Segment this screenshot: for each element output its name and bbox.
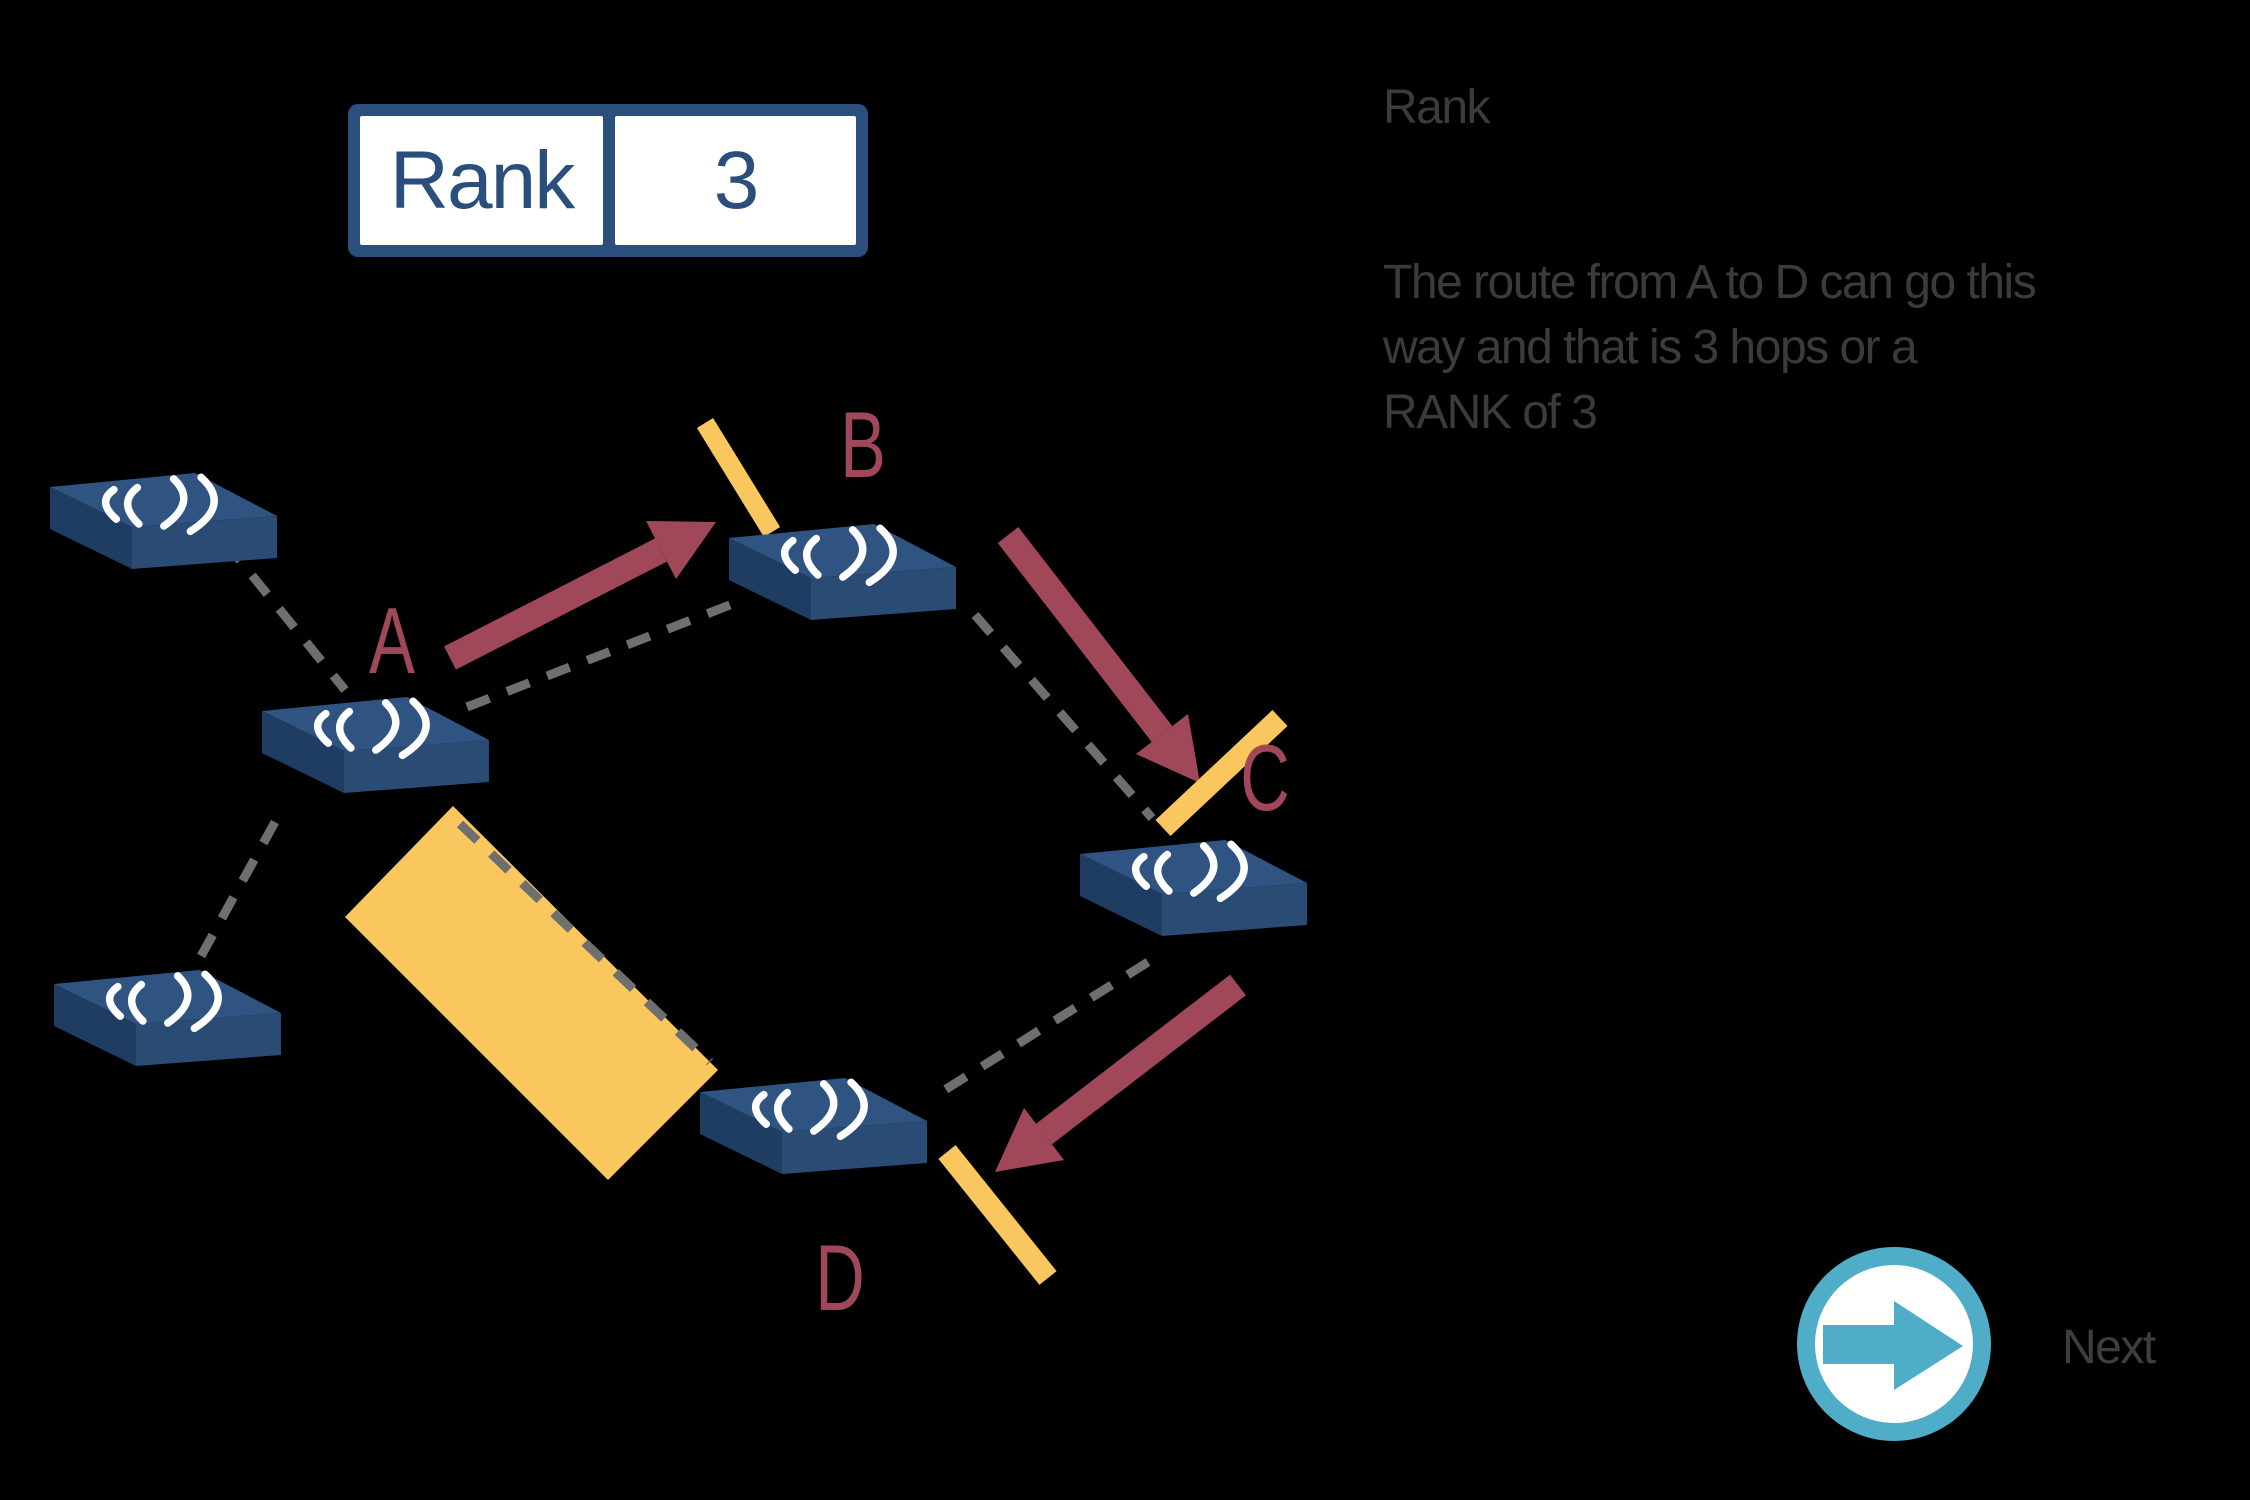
wireless-node-bottom-left xyxy=(54,963,281,1066)
link-a-d xyxy=(456,820,714,1066)
highlight-panel xyxy=(345,806,718,1180)
link-a-bottomleft xyxy=(196,819,279,961)
rank-box-value: 3 xyxy=(713,134,760,226)
info-heading: Rank xyxy=(1383,81,1491,134)
wireless-node-a xyxy=(262,690,489,793)
hop-ticks xyxy=(696,418,1288,1285)
info-paragraph-line-3: RANK of 3 xyxy=(1383,386,1598,439)
info-paragraph: The route from A to D can go this way an… xyxy=(1383,250,2037,445)
route-arrow-a-b xyxy=(444,521,716,670)
rank-box-label: Rank xyxy=(389,134,575,226)
mesh-links xyxy=(196,539,1156,1102)
route-arrow-c-d xyxy=(995,974,1246,1172)
hop-tick-d xyxy=(938,1145,1057,1285)
next-button-label: Next xyxy=(2062,1321,2156,1374)
route-arrows xyxy=(444,521,1246,1172)
rank-box-value-cell: 3 xyxy=(615,116,856,245)
rank-box: Rank 3 xyxy=(348,104,868,257)
info-paragraph-line-1: The route from A to D can go this xyxy=(1383,256,2037,309)
wireless-node-d xyxy=(700,1071,927,1174)
wireless-node-c xyxy=(1080,833,1307,936)
next-arrow-icon xyxy=(1797,1247,1991,1441)
hop-tick-c xyxy=(1155,709,1288,837)
route-arrow-b-c xyxy=(997,527,1200,783)
link-topleft-a xyxy=(221,539,349,693)
link-a-b xyxy=(465,598,737,712)
next-button[interactable] xyxy=(1794,1244,1994,1444)
hop-tick-b xyxy=(696,418,781,537)
node-label-d: D xyxy=(815,1227,865,1331)
node-labels: A B C D xyxy=(369,394,1290,1331)
node-label-a: A xyxy=(369,590,415,694)
node-label-b: B xyxy=(840,394,886,498)
rank-box-label-cell: Rank xyxy=(360,116,603,245)
node-label-c: C xyxy=(1240,727,1290,831)
info-paragraph-line-2: way and that is 3 hops or a xyxy=(1383,321,1918,374)
wireless-node-top-left xyxy=(50,466,277,569)
link-b-c xyxy=(971,612,1156,821)
